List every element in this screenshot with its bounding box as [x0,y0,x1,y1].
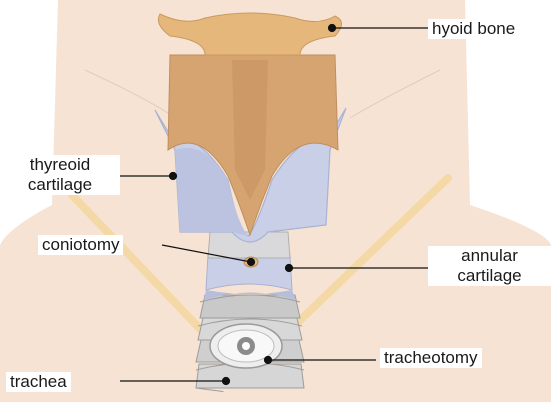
label-hyoid-bone-text: hyoid bone [432,19,515,38]
label-thyreoid-line1: thyreoid [0,155,120,175]
label-trachea: trachea [6,372,71,392]
label-annular-line2: cartilage [428,266,551,286]
label-tracheotomy: tracheotomy [380,348,482,368]
label-coniotomy-text: coniotomy [42,235,119,254]
label-annular-line1: annular [428,246,551,266]
label-thyreoid-cartilage: thyreoid cartilage [0,155,120,195]
label-thyreoid-line2: cartilage [0,175,120,195]
label-hyoid-bone: hyoid bone [428,19,519,39]
label-tracheotomy-text: tracheotomy [384,348,478,367]
label-coniotomy: coniotomy [38,235,123,255]
label-annular-cartilage: annular cartilage [428,246,551,286]
label-trachea-text: trachea [10,372,67,391]
